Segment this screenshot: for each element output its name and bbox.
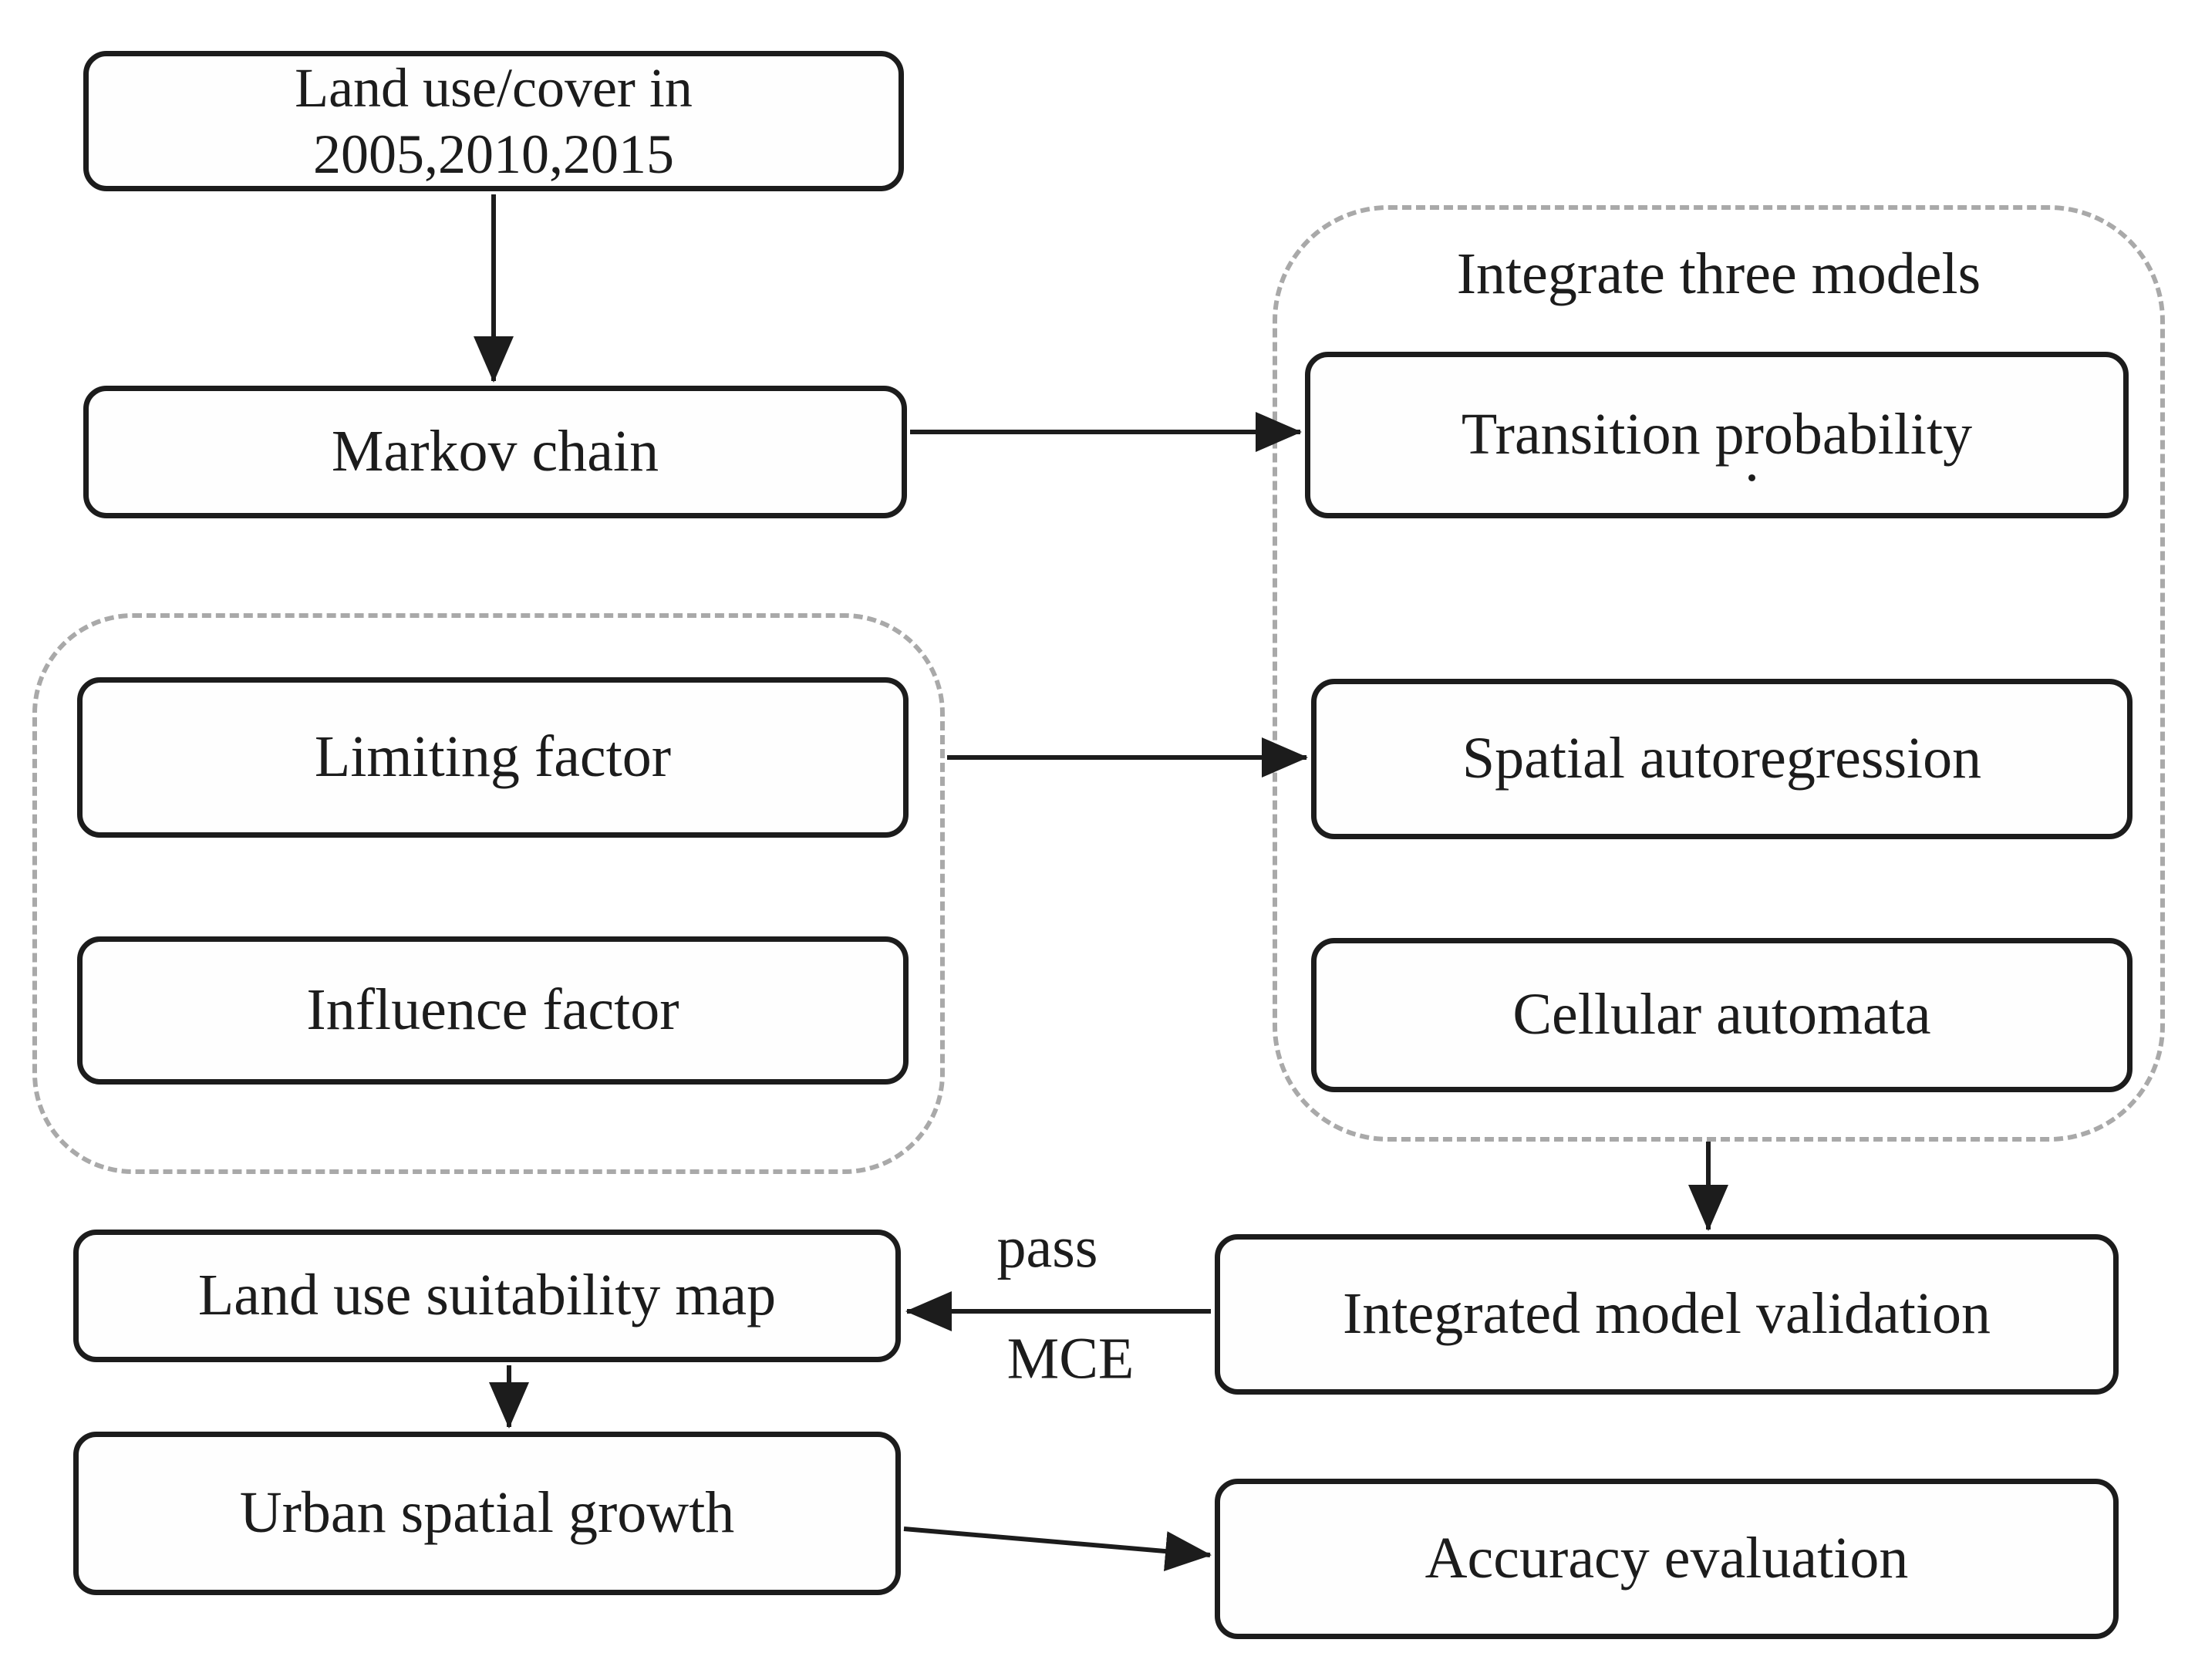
- node-accuracy-evaluation-label: Accuracy evaluation: [1424, 1526, 1909, 1591]
- transition-stray-dot: .: [1745, 429, 1759, 494]
- integrate-models-group-title-text: Integrate three models: [1456, 241, 1981, 306]
- node-influence-factor: Influence factor: [77, 936, 909, 1085]
- edge-label-mce: MCE: [1007, 1326, 1135, 1393]
- node-urban-spatial-growth: Urban spatial growth: [73, 1432, 901, 1595]
- node-limiting-factor: Limiting factor: [77, 677, 909, 838]
- node-spatial-autoregression-label: Spatial autoregression: [1462, 726, 1982, 791]
- node-limiting-factor-label: Limiting factor: [314, 724, 672, 790]
- node-cellular-automata-label: Cellular automata: [1512, 982, 1931, 1047]
- edge-label-pass: pass: [997, 1215, 1098, 1282]
- node-markov-chain: Markov chain: [83, 386, 907, 518]
- node-land-use-suitability-map-label: Land use suitability map: [197, 1263, 777, 1328]
- node-integrated-model-validation-label: Integrated model validation: [1343, 1281, 1991, 1347]
- node-accuracy-evaluation: Accuracy evaluation: [1215, 1479, 2119, 1639]
- factors-group-container: [32, 613, 945, 1174]
- edge-label-mce-text: MCE: [1006, 1326, 1135, 1392]
- node-land-use-cover-line2: 2005,2010,2015: [313, 123, 674, 185]
- node-urban-spatial-growth-label: Urban spatial growth: [239, 1480, 735, 1546]
- node-land-use-cover: Land use/cover in 2005,2010,2015: [83, 51, 904, 191]
- edge-label-pass-text: pass: [996, 1215, 1098, 1280]
- integrate-models-group-title: Integrate three models: [1273, 241, 2165, 308]
- arrow-urban-to-accuracy: [903, 1527, 1212, 1571]
- node-land-use-suitability-map: Land use suitability map: [73, 1230, 901, 1362]
- node-cellular-automata: Cellular automata: [1311, 938, 2133, 1092]
- node-land-use-cover-line1: Land use/cover in: [295, 56, 693, 119]
- integrate-models-group-container: [1273, 205, 2165, 1142]
- node-transition-probability-label: Transition probability: [1461, 402, 1973, 467]
- node-spatial-autoregression: Spatial autoregression: [1311, 679, 2133, 839]
- node-integrated-model-validation: Integrated model validation: [1215, 1234, 2119, 1395]
- node-influence-factor-label: Influence factor: [306, 977, 679, 1043]
- node-transition-probability: Transition probability: [1305, 352, 2129, 518]
- node-markov-chain-label: Markov chain: [331, 419, 659, 484]
